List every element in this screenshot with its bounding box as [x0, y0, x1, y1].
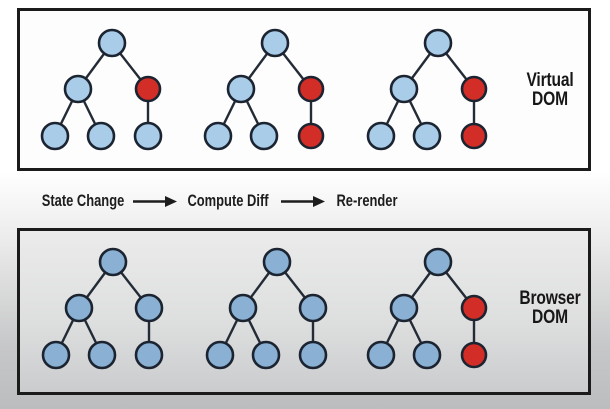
arrow-right-icon — [133, 196, 177, 207]
virtual-dom-panel — [17, 8, 591, 171]
browser-dom-label-line2: DOM — [532, 307, 568, 328]
virtual-dom-label-line1: Virtual — [526, 70, 574, 91]
process-step-re-render: Re-render — [336, 191, 398, 210]
browser-dom-panel — [17, 228, 591, 395]
arrow-right-icon — [281, 196, 325, 207]
virtual-dom-label: Virtual DOM — [516, 71, 585, 109]
process-step-compute-diff: Compute Diff — [187, 191, 269, 210]
process-step-state-change: State Change — [41, 191, 125, 210]
virtual-dom-label-line2: DOM — [532, 89, 568, 110]
browser-dom-label-line1: Browser — [519, 288, 581, 309]
browser-dom-label: Browser DOM — [516, 289, 585, 327]
